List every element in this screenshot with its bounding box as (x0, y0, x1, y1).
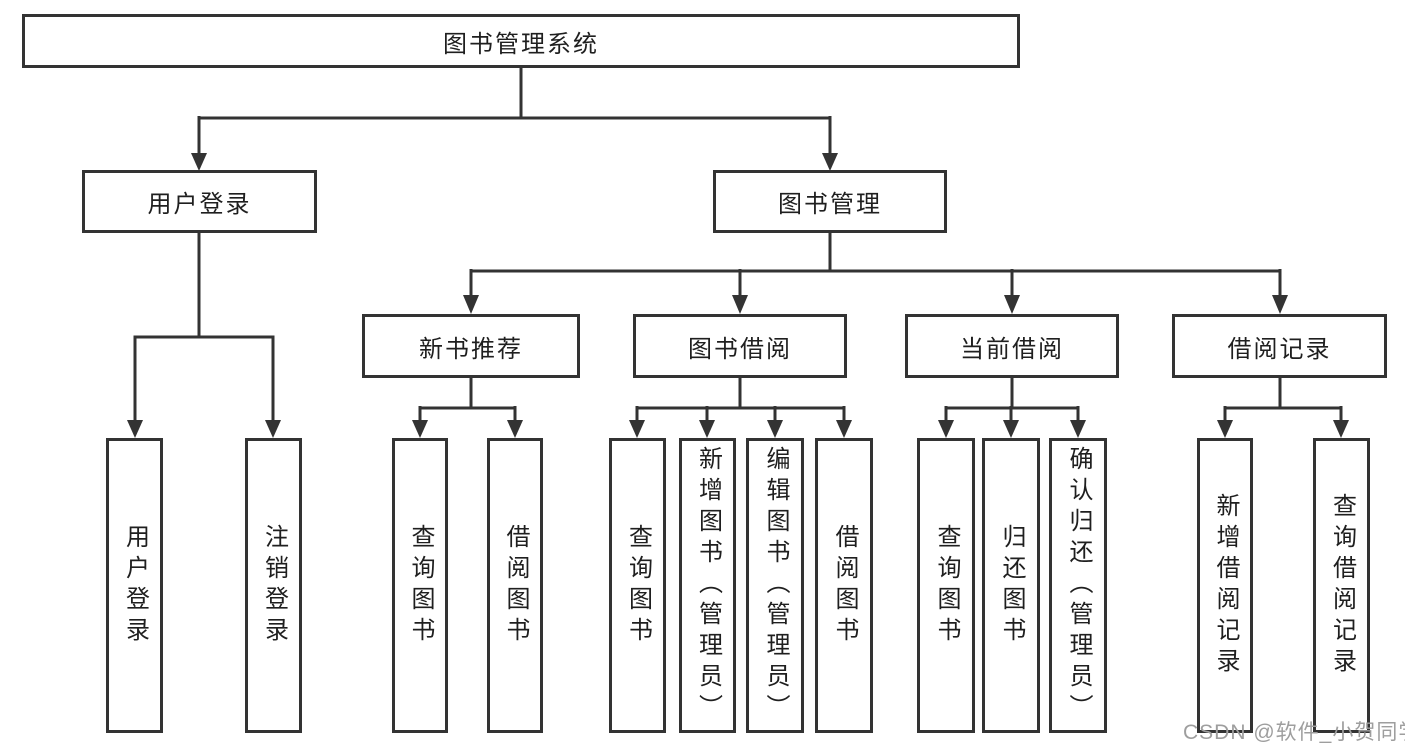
arrowhead-icon (1217, 420, 1233, 438)
leaf-add-book-admin: 新增图书（管理员） (679, 438, 736, 733)
leaf-logout: 注销登录 (245, 438, 302, 733)
arrowhead-icon (1003, 420, 1019, 438)
leaf-add-borrow-record: 新增借阅记录 (1197, 438, 1253, 733)
connector-current-borrow-children (938, 378, 1086, 438)
leaf-confirm-return-admin: 确认归还（管理员） (1049, 438, 1107, 733)
arrowhead-icon (507, 420, 523, 438)
leaf-edit-book-admin: 编辑图书（管理员） (746, 438, 804, 733)
arrowhead-icon (836, 420, 852, 438)
leaf-borrow-books: 借阅图书 (815, 438, 873, 733)
arrowhead-icon (463, 295, 479, 314)
node-root: 图书管理系统 (22, 14, 1020, 68)
leaf-borrow-books-recommend: 借阅图书 (487, 438, 543, 733)
arrowhead-icon (699, 420, 715, 438)
arrowhead-icon (1272, 295, 1288, 314)
node-book-management: 图书管理 (713, 170, 947, 233)
node-user-login: 用户登录 (82, 170, 317, 233)
leaf-user-login: 用户登录 (106, 438, 163, 733)
connector-borrow-records-children (1217, 378, 1349, 438)
node-new-book-recommend: 新书推荐 (362, 314, 580, 378)
arrowhead-icon (127, 420, 143, 438)
arrowhead-icon (265, 420, 281, 438)
leaf-query-books-borrow: 查询图书 (609, 438, 666, 733)
csdn-watermark: CSDN @软件_小贺同学 (1183, 721, 1405, 744)
arrowhead-icon (629, 420, 645, 438)
arrowhead-icon (412, 420, 428, 438)
arrowhead-icon (822, 153, 838, 171)
arrowhead-icon (191, 153, 207, 171)
connector-user-login-children (127, 232, 281, 438)
connector-new-book-children (412, 378, 523, 438)
leaf-return-book: 归还图书 (982, 438, 1040, 733)
arrowhead-icon (1333, 420, 1349, 438)
arrowhead-icon (1004, 295, 1020, 314)
leaf-query-borrow-record: 查询借阅记录 (1313, 438, 1370, 733)
arrowhead-icon (767, 420, 783, 438)
node-book-borrow: 图书借阅 (633, 314, 847, 378)
arrowhead-icon (938, 420, 954, 438)
leaf-query-books-recommend: 查询图书 (392, 438, 448, 733)
node-borrow-records: 借阅记录 (1172, 314, 1387, 378)
arrowhead-icon (732, 295, 748, 314)
connector-book-management-children (463, 233, 1288, 314)
connector-root-to-level2 (191, 68, 838, 171)
arrowhead-icon (1070, 420, 1086, 438)
connector-book-borrow-children (629, 378, 852, 438)
node-current-borrow: 当前借阅 (905, 314, 1119, 378)
leaf-query-books-current: 查询图书 (917, 438, 975, 733)
